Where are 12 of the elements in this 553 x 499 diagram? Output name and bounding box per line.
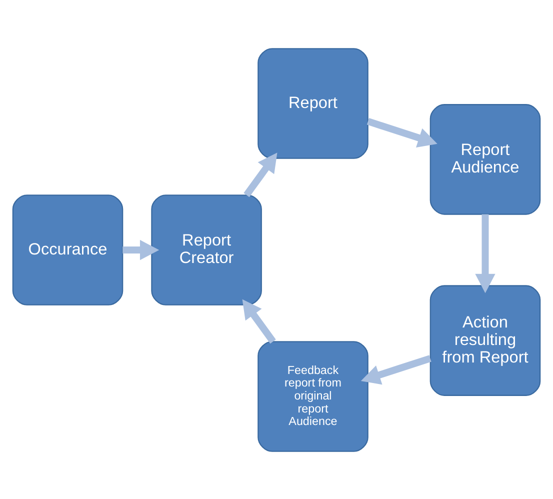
node-box: Feedback report from original report Audience	[258, 340, 368, 452]
node-box: Report Creator	[151, 194, 262, 305]
arrow	[242, 298, 276, 344]
node-box: Occurance	[12, 194, 124, 305]
arrow	[475, 214, 496, 293]
arrow	[122, 239, 160, 260]
arrow	[366, 118, 438, 148]
node-box: Report	[258, 48, 368, 158]
node-box: Action resulting from Report	[430, 284, 541, 396]
arrow	[360, 354, 432, 384]
node-box: Report Audience	[430, 104, 541, 214]
arrow	[244, 152, 278, 197]
